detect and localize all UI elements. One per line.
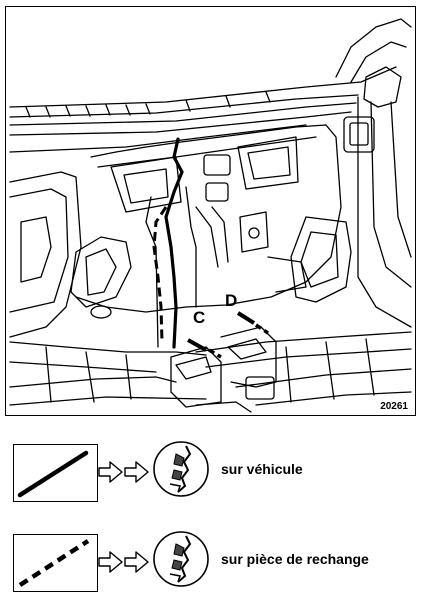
label-c: C: [193, 308, 205, 327]
solid-line-swatch: [13, 444, 98, 502]
cut-mark-c: [187, 338, 207, 352]
legend-row-dashed: sur pièce de rechange: [0, 528, 422, 598]
cut-mark-d: [236, 311, 256, 325]
vehicle-floor-panel-drawing: C D: [9, 18, 412, 413]
label-d: D: [225, 291, 237, 310]
legend-text-solid: sur véhicule: [221, 461, 303, 477]
replacement-part-cut-line: [152, 206, 168, 343]
technical-illustration: C D 20261: [5, 6, 416, 416]
spot-weld-drill-icon: [153, 531, 209, 587]
dashed-line-swatch: [13, 534, 98, 592]
legend-row-solid: sur véhicule: [0, 438, 422, 508]
spot-weld-drill-icon: [153, 441, 209, 497]
right-arrow-icon: [98, 551, 149, 573]
right-arrow-icon: [98, 461, 149, 483]
on-vehicle-cut-line: [164, 137, 184, 349]
legend-text-dashed: sur pièce de rechange: [221, 551, 369, 567]
reference-number: 20261: [380, 401, 408, 412]
